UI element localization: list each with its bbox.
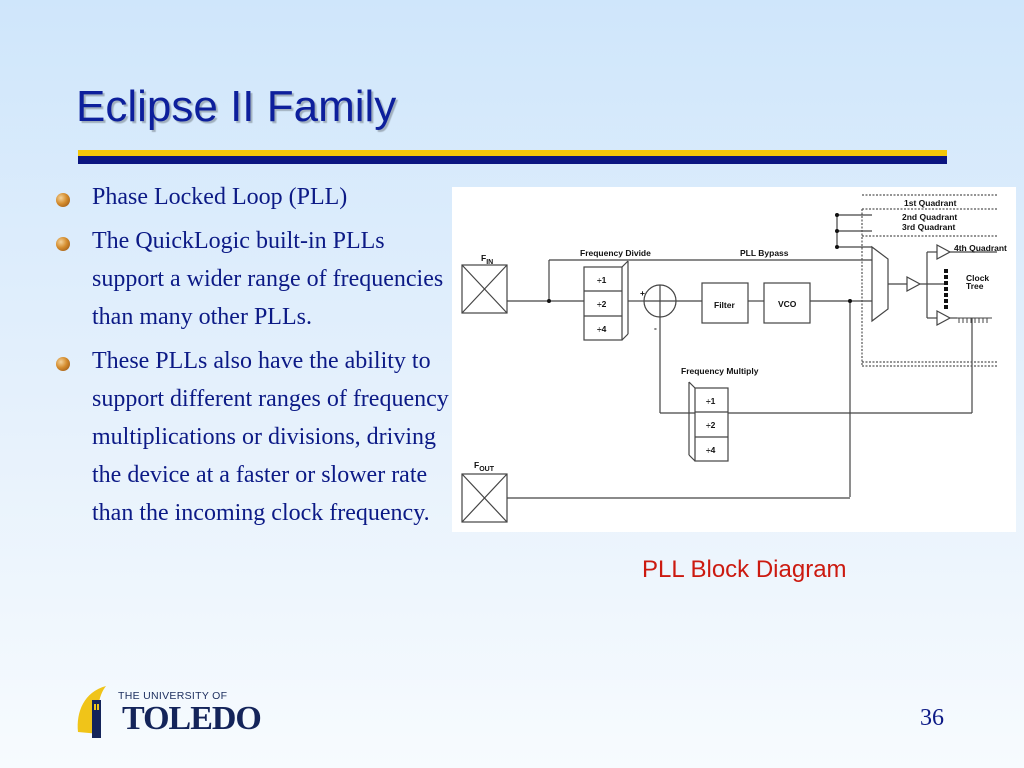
frequency-multiply-label: Frequency Multiply bbox=[681, 366, 759, 376]
title-rule-navy bbox=[78, 156, 947, 164]
quadrant-label: 3rd Quadrant bbox=[902, 222, 956, 232]
logo-line-2: TOLEDO bbox=[122, 700, 262, 737]
title-rule-gold bbox=[78, 150, 947, 156]
filter-block bbox=[701, 282, 749, 324]
logo-line-1: THE UNIVERSITY OF bbox=[118, 690, 228, 702]
div-option: ÷4 bbox=[597, 324, 607, 334]
filter-label: Filter bbox=[714, 300, 735, 310]
university-logo: THE UNIVERSITY OF TOLEDO bbox=[74, 682, 262, 742]
bullet-icon bbox=[56, 237, 70, 251]
mult-option: ÷1 bbox=[706, 396, 716, 406]
page-number: 36 bbox=[920, 705, 944, 731]
pll-block-diagram: FIN FOUT Frequency Divide PLL Bypass Fre… bbox=[452, 187, 1016, 532]
bullet-item: The QuickLogic built-in PLLs support a w… bbox=[52, 222, 452, 336]
plus-label: + bbox=[640, 288, 645, 298]
vco-block bbox=[763, 282, 811, 324]
bullet-text: The QuickLogic built-in PLLs support a w… bbox=[92, 228, 444, 330]
fout-label: FOUT bbox=[474, 460, 495, 473]
bullet-icon bbox=[56, 193, 70, 207]
pll-diagram-svg: FIN FOUT Frequency Divide PLL Bypass Fre… bbox=[461, 194, 1007, 523]
fin-label: FIN bbox=[481, 253, 493, 266]
bullet-list: Phase Locked Loop (PLL) The QuickLogic b… bbox=[52, 178, 452, 538]
div-option: ÷2 bbox=[597, 299, 607, 309]
bullet-text: These PLLs also have the ability to supp… bbox=[92, 348, 449, 526]
div-option: ÷1 bbox=[597, 275, 607, 285]
bullet-icon bbox=[56, 357, 70, 371]
clock-tree-label: Clock bbox=[966, 273, 989, 283]
toledo-tower-icon bbox=[77, 686, 106, 738]
diagram-caption: PLL Block Diagram bbox=[642, 556, 847, 583]
bullet-item: These PLLs also have the ability to supp… bbox=[52, 342, 452, 532]
bypass-mux bbox=[871, 245, 889, 323]
pll-bypass-label: PLL Bypass bbox=[740, 248, 789, 258]
minus-label: - bbox=[654, 323, 657, 333]
clock-tree-label: Tree bbox=[966, 281, 984, 291]
mult-option: ÷4 bbox=[706, 445, 716, 455]
quadrant-label: 2nd Quadrant bbox=[902, 212, 957, 222]
quadrant-label: 1st Quadrant bbox=[904, 198, 957, 208]
vco-label: VCO bbox=[778, 299, 797, 309]
mult-option: ÷2 bbox=[706, 420, 716, 430]
bullet-text: Phase Locked Loop (PLL) bbox=[92, 184, 348, 210]
slide-title: Eclipse II Family bbox=[76, 82, 397, 131]
fin-pad bbox=[461, 264, 508, 314]
divider-stack bbox=[583, 266, 623, 341]
multiplier-stack bbox=[694, 387, 729, 462]
bullet-item: Phase Locked Loop (PLL) bbox=[52, 178, 452, 216]
quadrant-label: 4th Quadrant bbox=[954, 243, 1007, 253]
frequency-divide-label: Frequency Divide bbox=[580, 248, 651, 258]
